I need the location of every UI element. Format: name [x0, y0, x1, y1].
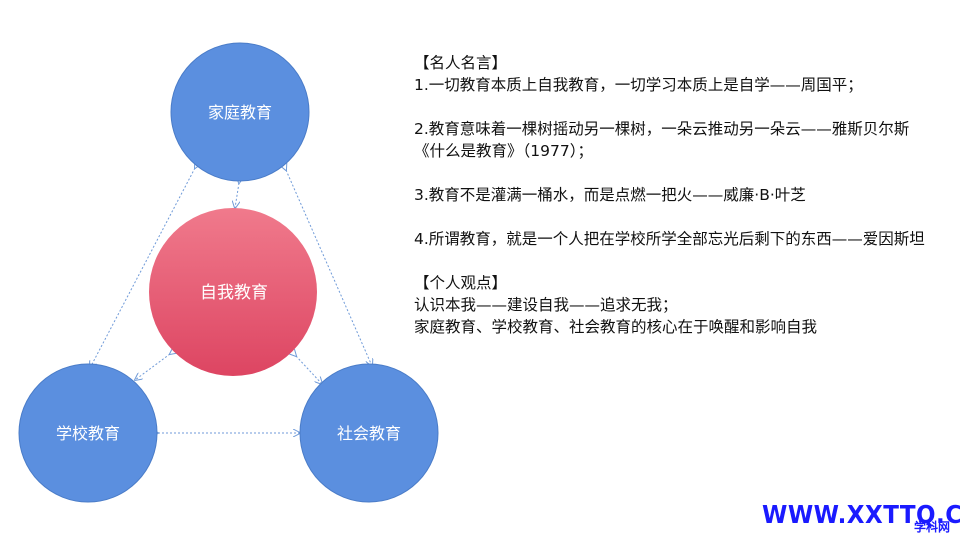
site-watermark: WWW.XXTTQ.COM 学科网 [762, 500, 960, 536]
connector-arrows [90, 168, 372, 433]
personal-view-2: 家庭教育、学校教育、社会教育的核心在于唤醒和影响自我 [414, 318, 818, 336]
quote-4: 4.所谓教育，就是一个人把在学校所学全部忘光后剩下的东西——爱因斯坦 [414, 230, 925, 248]
node-society: 社会教育 [299, 363, 439, 503]
node-school: 学校教育 [18, 363, 158, 503]
node-self-label: 自我教育 [200, 283, 268, 303]
node-school-label: 学校教育 [56, 424, 120, 443]
arrow-self-society [296, 356, 322, 384]
node-society-label: 社会教育 [337, 424, 401, 443]
arrow-family-self [235, 183, 239, 208]
quote-3: 3.教育不是灌满一桶水，而是点燃一把火——威廉·B·叶芝 [414, 186, 806, 204]
arrow-family-school [90, 168, 195, 368]
quote-2: 2.教育意味着一棵树摇动另一棵树，一朵云推动另一朵云——雅斯贝尔斯《什么是教育》… [414, 120, 910, 160]
watermark-url: WWW.XXTTQ.COM [762, 500, 960, 529]
quotes-panel: 【名人名言】 1.一切教育本质上自我教育，一切学习本质上是自学——周国平； 2.… [414, 52, 934, 338]
famous-quotes-heading: 【名人名言】 [414, 54, 508, 72]
quote-1: 1.一切教育本质上自我教育，一切学习本质上是自学——周国平； [414, 76, 863, 94]
watermark-site-name: 学科网 [913, 520, 950, 534]
personal-view-heading: 【个人观点】 [414, 274, 508, 292]
node-family: 家庭教育 [170, 42, 310, 182]
personal-view-1: 认识本我——建设自我——追求无我； [414, 296, 678, 314]
node-family-circle [170, 42, 310, 182]
node-school-circle [18, 363, 158, 503]
arrow-self-school [135, 354, 170, 380]
node-society-circle [299, 363, 439, 503]
node-family-label: 家庭教育 [208, 103, 272, 122]
node-self: 自我教育 [149, 208, 317, 376]
node-self-circle [149, 208, 317, 376]
